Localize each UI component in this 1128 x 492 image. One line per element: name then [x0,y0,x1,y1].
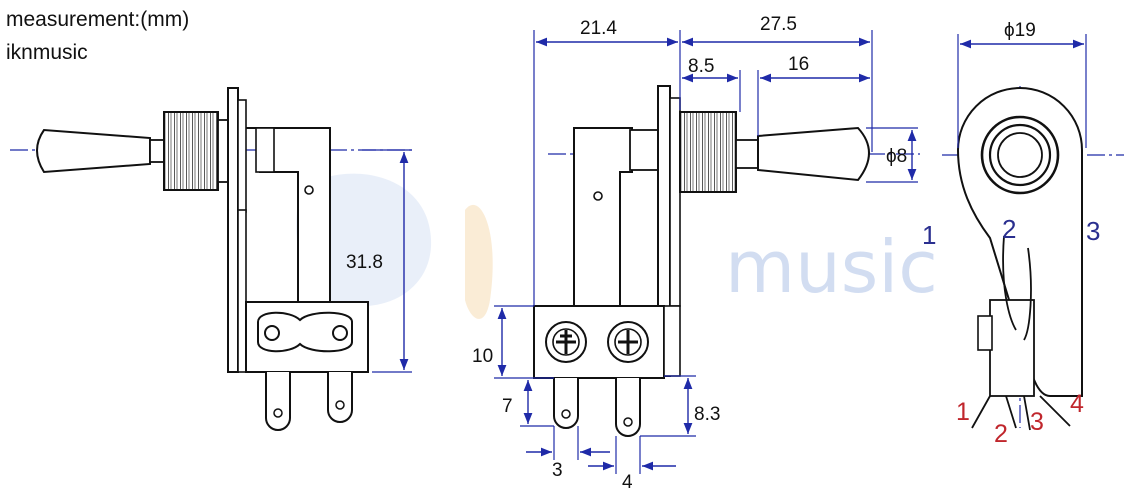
watermark-text: music [725,225,938,309]
top-pin-label-2: 2 [1002,214,1016,244]
left-lug-2 [327,372,353,423]
height-dimension-label: 31.8 [346,252,383,273]
side-thread [679,111,737,193]
left-mount-plate [227,87,239,373]
lug-spacing-label: 4 [622,472,633,492]
bottom-pin-label-3: 3 [1030,408,1044,436]
left-thread [163,111,219,191]
watermark-logo-stroke [465,204,493,319]
lug-offset-label: 8.3 [694,404,720,425]
top-pin-label-3: 3 [1086,216,1100,246]
side-view: 21.4 27.5 8.5 16 ϕ8 10 7 8.3 3 [472,14,920,492]
bottom-pin-label-1: 1 [956,398,970,426]
bottom-pin-label-2: 2 [994,420,1008,448]
end-view: ϕ19 1 2 3 1 2 3 4 [922,20,1124,448]
header: measurement:(mm) iknmusic [6,4,189,69]
side-body [573,127,633,307]
tip-diameter-label: ϕ8 [886,146,907,167]
unit-note: measurement:(mm) [6,8,190,31]
tip-length-label: 16 [788,54,809,75]
bottom-pin-label-4: 4 [1070,390,1084,418]
side-lug-2 [615,378,641,437]
end-diameter-label: ϕ19 [1004,20,1036,41]
left-lug-1 [265,372,291,431]
left-lever-tip [36,128,151,174]
side-lug-1 [553,378,579,429]
side-lever-tip [757,126,870,182]
end-lugs [971,395,1071,431]
top-pin-label-1: 1 [922,220,936,250]
end-switch-body [989,299,1035,397]
lug-height-label: 7 [502,396,513,417]
lever-length-label: 27.5 [760,14,797,35]
body-width-label: 21.4 [580,18,617,39]
lug-width-label: 3 [552,460,563,481]
base-height-label: 10 [472,346,493,367]
left-view: 31.8 [10,87,412,431]
thread-length-label: 8.5 [688,56,714,77]
brand-name: iknmusic [6,40,88,64]
